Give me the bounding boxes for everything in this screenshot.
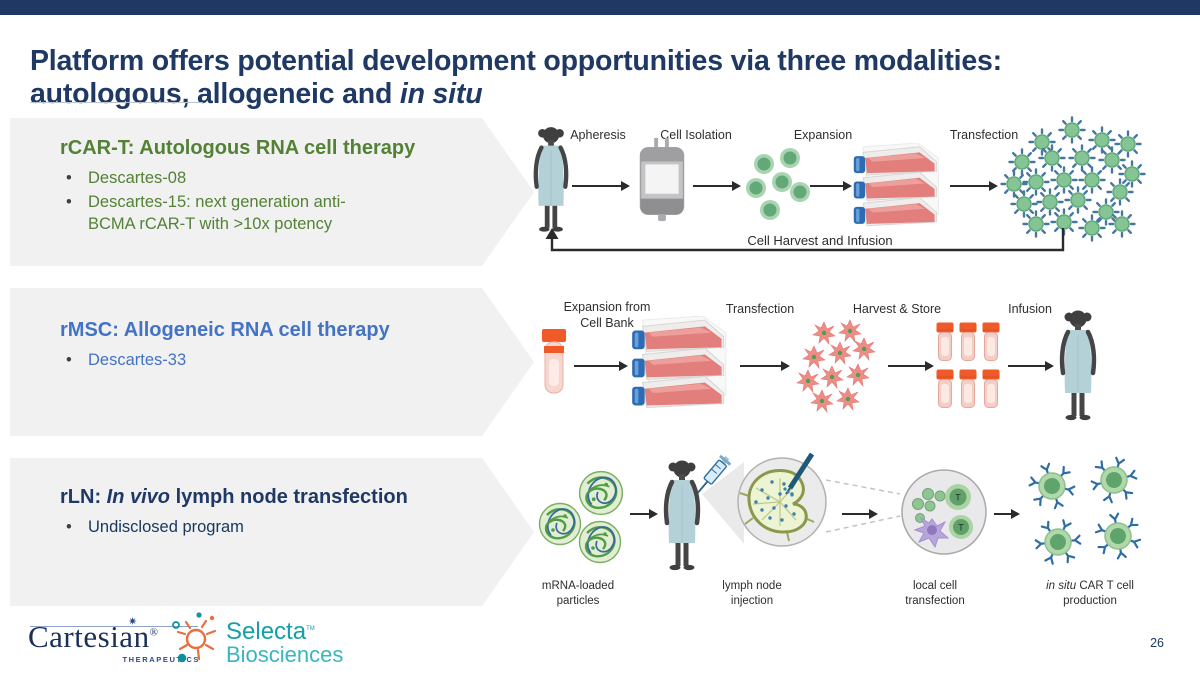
return-label: Cell Harvest and Infusion xyxy=(747,233,893,248)
arrow-icon xyxy=(994,508,1020,520)
bullet-item: Descartes-33 xyxy=(60,350,373,372)
arrow-icon xyxy=(810,180,852,192)
arrow-icon xyxy=(1008,360,1054,372)
cartesian-star-icon: ✷ xyxy=(128,616,138,628)
arrow-icon xyxy=(842,508,878,520)
cartesian-logo-line xyxy=(30,626,198,627)
t-cell-label: T xyxy=(958,523,964,533)
arrow-icon xyxy=(572,180,630,192)
page-number: 26 xyxy=(1150,636,1164,650)
title-divider xyxy=(30,102,203,103)
step-label: Transfection xyxy=(725,302,795,316)
arrow-icon xyxy=(693,180,741,192)
cryovial-icon xyxy=(542,329,566,394)
cells-icon xyxy=(746,148,810,220)
dashed-cone-icon xyxy=(825,479,901,533)
caption-label: local cell transfection xyxy=(905,580,965,607)
arrow-icon xyxy=(888,360,934,372)
msc-cells-icon xyxy=(796,319,876,413)
modality-banner-rln: rLN: In vivo lymph node transfection Und… xyxy=(10,458,534,606)
zoom-wedge-icon xyxy=(702,462,744,544)
step-label: Cell Isolation xyxy=(660,128,732,142)
rcart-bullets: Descartes-08 Descartes-15: next generati… xyxy=(60,168,464,235)
lymph-node-icon xyxy=(737,452,827,547)
title-line2-italic: in situ xyxy=(399,78,483,111)
arrow-icon xyxy=(574,360,628,372)
mrna-particles-icon xyxy=(538,470,624,564)
patient-icon xyxy=(530,124,572,238)
caption-label: lymph node injection xyxy=(722,580,782,607)
step-label: Apheresis xyxy=(570,128,626,142)
feedback-arrow-icon xyxy=(545,228,1065,252)
arrow-icon xyxy=(630,508,658,520)
cart-cells-icon xyxy=(1025,453,1147,567)
bullet-item: Descartes-08 xyxy=(60,168,373,190)
step-label: Infusion xyxy=(1008,302,1052,316)
selecta-sun-icon xyxy=(172,612,217,663)
vial-rack-icon xyxy=(936,322,1000,408)
patient-icon xyxy=(1056,308,1100,426)
bullet-item: Descartes-15: next generation anti-BCMA … xyxy=(60,192,373,236)
step-label: Transfection xyxy=(949,128,1019,142)
caption-label: mRNA-loaded particles xyxy=(541,580,615,607)
step-label: Harvest & Store xyxy=(852,302,942,316)
selecta-wordmark: SelectaTM Biosciences xyxy=(226,618,344,668)
blood-bag-icon xyxy=(639,138,685,222)
step-label: Expansion from Cell Bank xyxy=(563,300,651,330)
step-label: Expansion xyxy=(793,128,853,142)
top-accent-bar xyxy=(0,0,1200,15)
t-cell-label: T xyxy=(955,493,961,503)
local-transfection-icon: T T xyxy=(901,469,987,555)
title-line2: autologous, allogeneic and xyxy=(30,78,400,111)
flask-stack-icon xyxy=(628,316,732,420)
rmsc-heading: rMSC: Allogeneic RNA cell therapy xyxy=(60,319,390,341)
modality-banner-rcart: rCAR-T: Autologous RNA cell therapy Desc… xyxy=(10,118,534,266)
title-line1: Platform offers potential development op… xyxy=(30,45,1002,78)
modality-banner-rmsc: rMSC: Allogeneic RNA cell therapy Descar… xyxy=(10,288,534,436)
cartesian-wordmark: Cartesian® xyxy=(28,619,159,654)
rln-bullets: Undisclosed program xyxy=(60,517,464,539)
flask-stack-icon xyxy=(850,142,944,238)
cartesian-subtitle: THERAPEUTICS xyxy=(122,655,200,664)
syringe-icon xyxy=(697,455,731,494)
rmsc-bullets: Descartes-33 xyxy=(60,350,464,372)
arrow-icon xyxy=(950,180,998,192)
arrow-icon xyxy=(740,360,790,372)
selecta-logo: SelectaTM Biosciences xyxy=(172,612,343,673)
cartesian-logo: ✷ Cartesian® THERAPEUTICS xyxy=(28,615,213,664)
slide-title: Platform offers potential development op… xyxy=(30,45,1130,112)
bullet-item: Undisclosed program xyxy=(60,517,373,539)
caption-label: in situ CAR T cell production xyxy=(1046,580,1134,607)
rln-heading: rLN: In vivo lymph node transfection xyxy=(60,486,408,508)
rcart-heading: rCAR-T: Autologous RNA cell therapy xyxy=(60,137,416,159)
